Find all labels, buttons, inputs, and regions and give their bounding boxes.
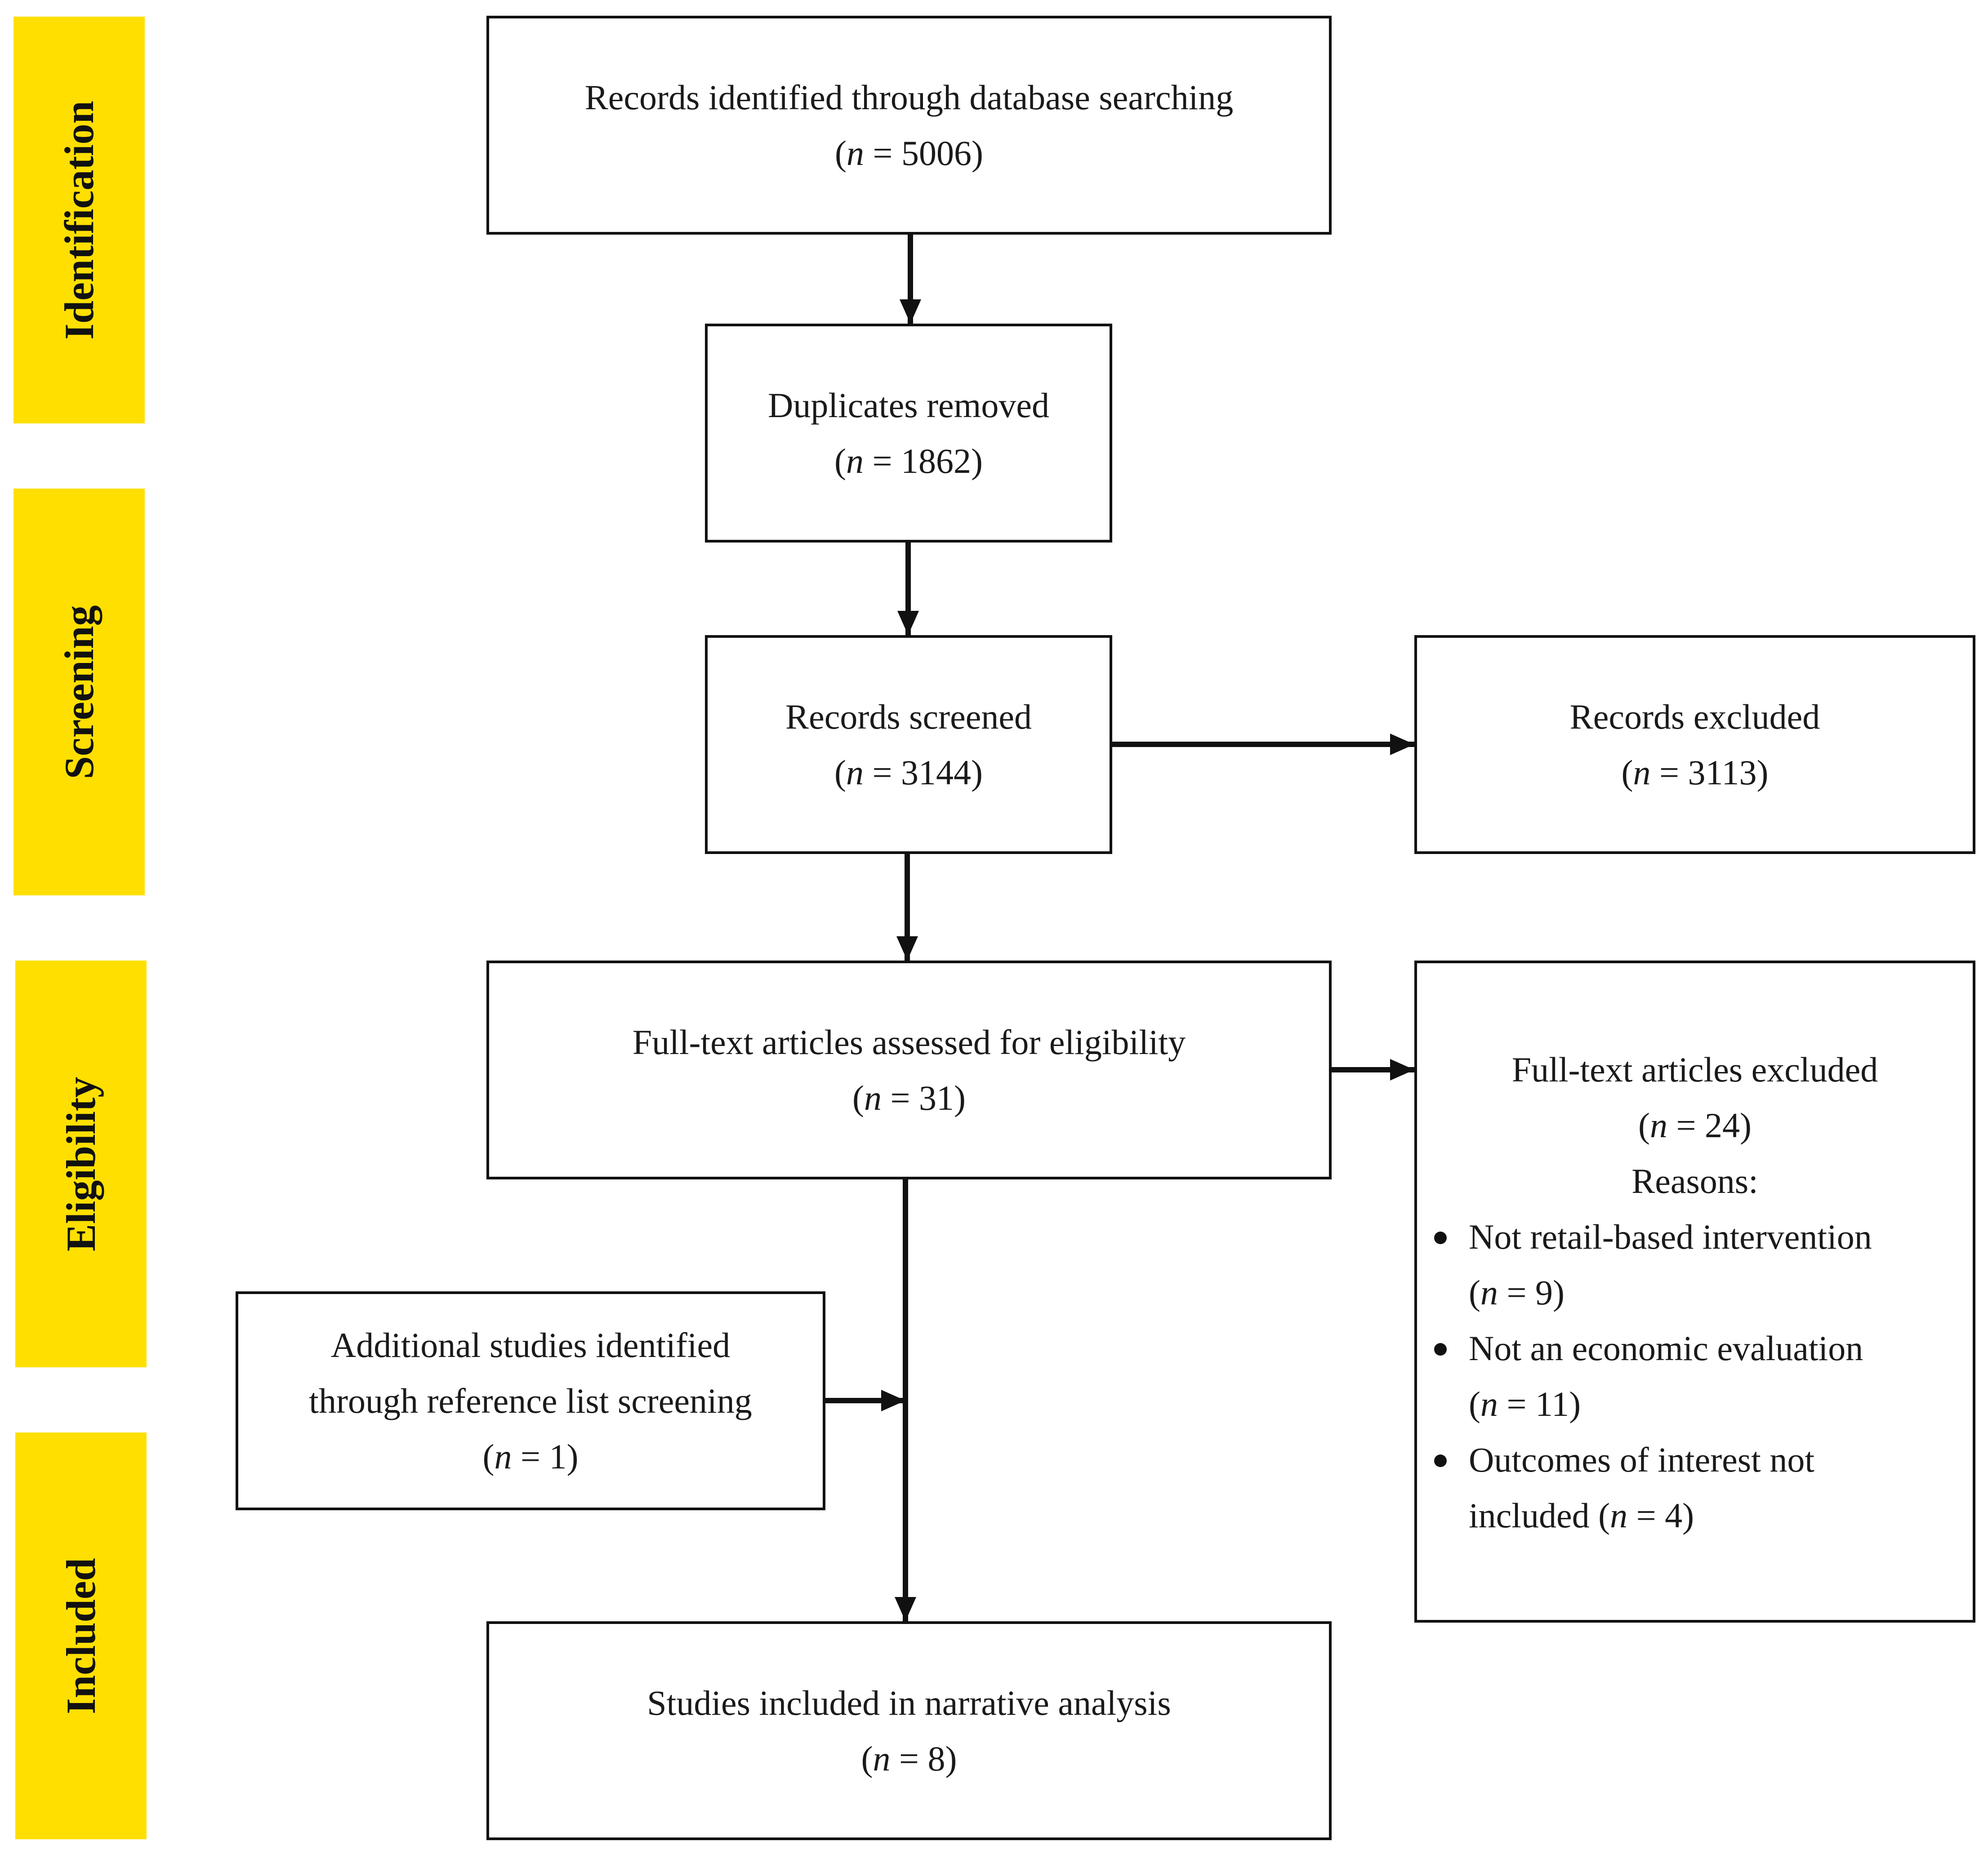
reasons-heading: Reasons: (1631, 1161, 1758, 1201)
studies-included-box: Studies included in narrative analysis (… (486, 1621, 1332, 1840)
studies-included-label: Studies included in narrative analysis (647, 1683, 1171, 1722)
duplicates-removed-count: (n = 1862) (834, 441, 983, 480)
records-screened-label: Records screened (785, 697, 1032, 736)
reason-item: Outcomes of interest not included (n = 4… (1417, 1432, 1973, 1544)
reason-item: Not retail-based intervention (n = 9) (1417, 1209, 1973, 1321)
additional-studies-label-line1: Additional studies identified (330, 1325, 731, 1365)
records-identified-label: Records identified through database sear… (584, 77, 1234, 117)
records-screened-box: Records screened (n = 3144) (705, 635, 1112, 854)
duplicates-removed-label: Duplicates removed (768, 385, 1049, 425)
additional-studies-label-line2: through reference list screening (309, 1381, 752, 1420)
records-identified-box: Records identified through database sear… (486, 16, 1332, 235)
studies-included-count: (n = 8) (861, 1739, 957, 1778)
records-excluded-box: Records excluded (n = 3113) (1414, 635, 1975, 854)
fulltext-excluded-label: Full-text articles excluded (1511, 1050, 1878, 1089)
records-identified-count: (n = 5006) (835, 133, 983, 173)
phase-screening: Screening (13, 489, 145, 895)
records-excluded-count: (n = 3113) (1621, 752, 1769, 792)
phase-identification: Identification (13, 17, 145, 423)
records-screened-count: (n = 3144) (834, 752, 983, 792)
phase-included: Included (15, 1432, 147, 1839)
fulltext-assessed-box: Full-text articles assessed for eligibil… (486, 961, 1332, 1179)
fulltext-assessed-count: (n = 31) (852, 1078, 966, 1117)
additional-studies-box: Additional studies identified through re… (236, 1291, 825, 1510)
fulltext-excluded-box: Full-text articles excluded (n = 24) Rea… (1414, 961, 1975, 1623)
reasons-list: Not retail-based intervention (n = 9) No… (1417, 1209, 1973, 1544)
duplicates-removed-box: Duplicates removed (n = 1862) (705, 324, 1112, 543)
fulltext-assessed-label: Full-text articles assessed for eligibil… (632, 1022, 1186, 1062)
records-excluded-label: Records excluded (1569, 697, 1820, 736)
reason-item: Not an economic evaluation (n = 11) (1417, 1321, 1973, 1432)
additional-studies-count: (n = 1) (482, 1437, 579, 1476)
fulltext-excluded-count: (n = 24) (1638, 1106, 1752, 1145)
phase-eligibility: Eligibility (15, 961, 147, 1367)
